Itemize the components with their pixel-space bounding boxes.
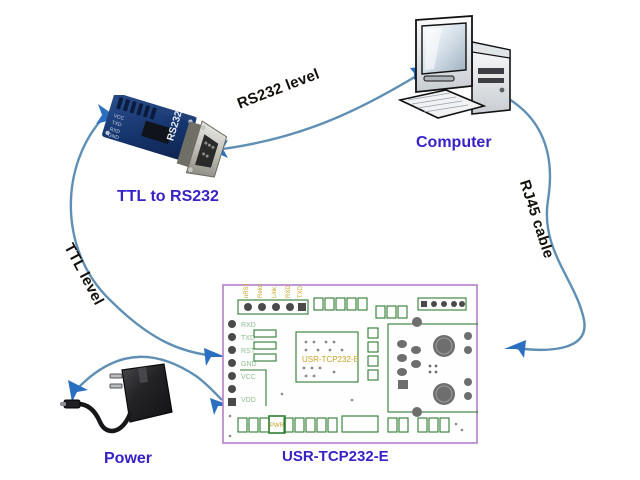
svg-text:RXD: RXD xyxy=(109,126,121,135)
svg-text:nRST: nRST xyxy=(244,284,250,298)
svg-text:PWR: PWR xyxy=(270,423,285,429)
converter-label: TTL to RS232 xyxy=(117,188,219,205)
power-label: Power xyxy=(104,450,153,467)
svg-text:RXD: RXD xyxy=(286,285,292,298)
svg-text:TXD: TXD xyxy=(111,120,123,129)
ttl-to-rs232-module[interactable]: VCC TXD RXD GND RS232 xyxy=(95,95,240,190)
computer-label: Computer xyxy=(416,134,492,151)
usr-tcp232-e-board[interactable]: nRST Reload Link RXD TXD RXD TXD RST GND… xyxy=(222,284,478,444)
svg-text:TXD: TXD xyxy=(241,335,255,342)
cable-ttl xyxy=(69,117,215,358)
svg-text:RXD: RXD xyxy=(241,322,256,329)
board-label: USR-TCP232-E xyxy=(282,448,389,465)
cable-rj45 xyxy=(490,88,586,352)
cable-power xyxy=(77,355,223,401)
arrowhead-rj45-board xyxy=(504,340,526,358)
svg-text:VCC: VCC xyxy=(113,113,125,122)
svg-text:TXD: TXD xyxy=(298,285,304,298)
svg-text:VDD: VDD xyxy=(241,397,256,404)
svg-text:Reload: Reload xyxy=(258,284,264,298)
power-adapter-illustration[interactable] xyxy=(60,360,190,450)
svg-text:GND: GND xyxy=(107,132,120,141)
svg-text:USR-TCP232-E: USR-TCP232-E xyxy=(302,355,359,364)
computer-illustration[interactable] xyxy=(398,14,533,129)
arrowhead-power-board xyxy=(210,398,232,415)
arrowhead-power-adapter xyxy=(68,380,88,402)
svg-text:Link: Link xyxy=(272,286,278,298)
svg-text:VCC: VCC xyxy=(241,374,256,381)
svg-text:RST: RST xyxy=(241,348,256,355)
arrowhead-ttl-board xyxy=(204,348,226,366)
cable-rs232 xyxy=(213,73,419,152)
svg-text:GND: GND xyxy=(241,361,257,368)
